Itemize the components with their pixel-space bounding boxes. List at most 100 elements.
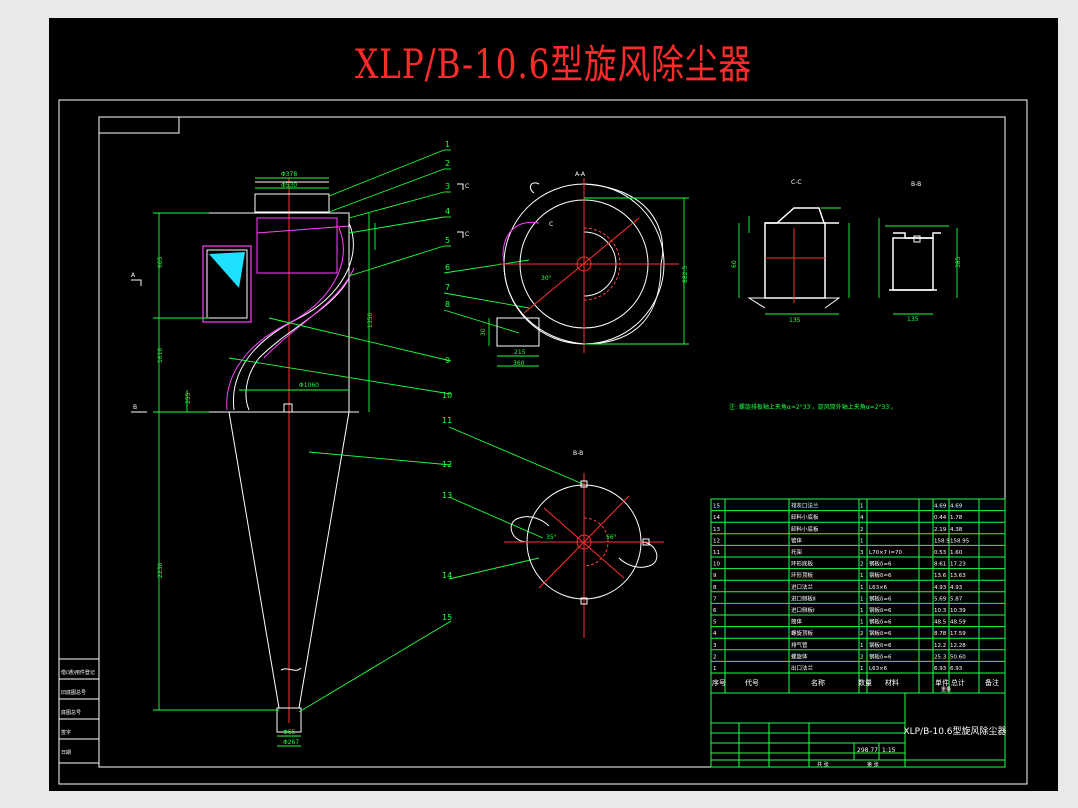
parts-cell: 螺旋顶板 (791, 629, 814, 637)
dim-outlet-inner: Φ530 (281, 182, 297, 189)
dim-c-h: 60 (731, 260, 738, 268)
dim-r1: 882.5 (682, 266, 689, 283)
label-aa: A-A (575, 171, 586, 178)
title-block-page: 第 张 (867, 761, 879, 768)
left-block-1: 借(通)用件登记 (61, 669, 95, 676)
parts-cell: 卸料小底板 (791, 513, 819, 521)
parts-header-cell: 材料 (885, 678, 899, 687)
main-elevation-view: 605 1610 2230 1350 255 Φ378 Φ530 Φ1060 Φ… (131, 171, 469, 747)
dim-tube-d: Φ65 (283, 729, 296, 736)
svg-text:A: A (131, 272, 136, 279)
parts-cell: 13.63 (950, 573, 966, 579)
dim-angle-b: 35° (546, 534, 557, 541)
dim-body-d: Φ1060 (299, 382, 319, 389)
parts-cell: 1 (860, 666, 864, 672)
parts-header-weight: 重量 (941, 686, 951, 693)
dim-c-w: 135 (789, 317, 801, 324)
parts-cell: 1 (860, 596, 864, 602)
parts-cell: 5.69 (934, 596, 947, 602)
parts-cell: 10.3 (934, 608, 947, 614)
svg-text:C: C (465, 231, 469, 238)
parts-cell: 10.39 (950, 608, 966, 614)
drawing-title: XLP/B-10.6型旋风除尘器 (354, 42, 753, 88)
parts-cell: 14 (713, 515, 720, 521)
title-block-weight: 298.77 (857, 747, 878, 754)
parts-cell: 1 (860, 504, 864, 510)
parts-header-cell: 代号 (745, 678, 759, 687)
leader-15: 15 (442, 613, 452, 622)
parts-header-cell: 备注 (985, 678, 999, 687)
label-bb-bottom: B-B (573, 450, 583, 457)
parts-cell: 8.78 (934, 631, 947, 637)
dim-h2: 1610 (157, 348, 164, 363)
dim-angle-a: 30° (541, 275, 552, 282)
parts-cell: 6.93 (950, 666, 963, 672)
parts-cell: 钢板δ=6 (869, 641, 892, 649)
parts-cell: 环形底板 (791, 560, 814, 568)
drawing-note: 注: 螺旋排板轴上夹角α=2°33′，旋风筒外轴上夹角α=2°33′。 (729, 403, 897, 411)
parts-cell: 钢板δ=6 (869, 629, 892, 637)
parts-cell: 13 (713, 527, 720, 533)
parts-cell: 4 (713, 631, 717, 637)
parts-cell: 排灰口法兰 (791, 502, 819, 510)
parts-cell: 1 (860, 573, 864, 579)
parts-cell: 1 (860, 643, 864, 649)
dim-b-w: 135 (907, 316, 919, 323)
parts-cell: 钢板δ=6 (869, 652, 892, 660)
leader-8: 8 (445, 300, 450, 309)
leader-7: 7 (445, 283, 450, 292)
parts-cell: 3 (860, 550, 864, 556)
dim-side: 30 (480, 328, 487, 336)
bottom-bb-view: B-B 35° 56° (504, 450, 664, 638)
parts-cell: 4.69 (950, 504, 963, 510)
leader-13: 13 (442, 491, 452, 500)
mark-c: C (549, 221, 553, 228)
parts-cell: 7 (713, 596, 717, 602)
parts-cell: 4.93 (934, 585, 947, 591)
parts-cell: 进口侧板Ⅰ (791, 606, 815, 614)
left-block-3: 底图总号 (61, 709, 81, 716)
parts-cell: 1 (713, 666, 717, 672)
parts-cell: 1.60 (950, 550, 963, 556)
parts-cell: 2 (860, 562, 864, 568)
parts-cell: 托架 (791, 548, 803, 556)
parts-header-cell: 序号 (712, 678, 726, 687)
parts-header-cell: 名称 (811, 678, 825, 687)
parts-cell: 158.9 (934, 538, 950, 544)
parts-cell: 2.19 (934, 527, 947, 533)
dim-h3: 2230 (157, 563, 164, 578)
title-block-sheet: 共 张 (817, 761, 829, 768)
parts-cell: 筒体 (791, 618, 803, 626)
left-register-block: 借(通)用件登记 旧底图总号 底图总号 签字 日期 (58, 658, 100, 764)
parts-cell: 48.59 (950, 620, 966, 626)
left-block-5: 日期 (61, 750, 71, 756)
parts-cell: 6.93 (934, 666, 947, 672)
leader-12: 12 (442, 460, 452, 469)
dim-outlet-top: Φ378 (281, 171, 297, 178)
parts-cell: 排气管 (791, 641, 808, 649)
parts-cell: 进口法兰 (791, 583, 814, 591)
left-block-4: 签字 (61, 729, 71, 736)
parts-cell: 4 (860, 515, 864, 521)
parts-cell: 8 (713, 585, 717, 591)
parts-cell: 1 (860, 608, 864, 614)
leader-9: 9 (445, 356, 450, 365)
label-bb: B-B (911, 181, 921, 188)
parts-cell: 11 (713, 550, 720, 556)
parts-cell: 8.61 (934, 562, 946, 568)
parts-cell: 13.6 (934, 573, 947, 579)
parts-cell: 钢板δ=6 (869, 560, 892, 568)
cad-drawing: 605 1610 2230 1350 255 Φ378 Φ530 Φ1060 Φ… (58, 99, 1028, 785)
parts-cell: 17.23 (950, 562, 966, 568)
leader-3: 3 (445, 182, 450, 191)
section-cc-view: C-C 60 135 (731, 179, 850, 324)
parts-cell: 2 (860, 654, 864, 660)
parts-cell: 2 (860, 527, 864, 533)
title-block-scale: 1:15 (882, 747, 896, 754)
parts-cell: 0.53 (934, 550, 947, 556)
svg-text:C: C (465, 183, 469, 190)
parts-cell: 6 (713, 608, 717, 614)
section-bb-view: B-B 385 135 (878, 181, 962, 323)
title-block-name: XLP/B-10.6型旋风除尘器 (903, 725, 1006, 737)
